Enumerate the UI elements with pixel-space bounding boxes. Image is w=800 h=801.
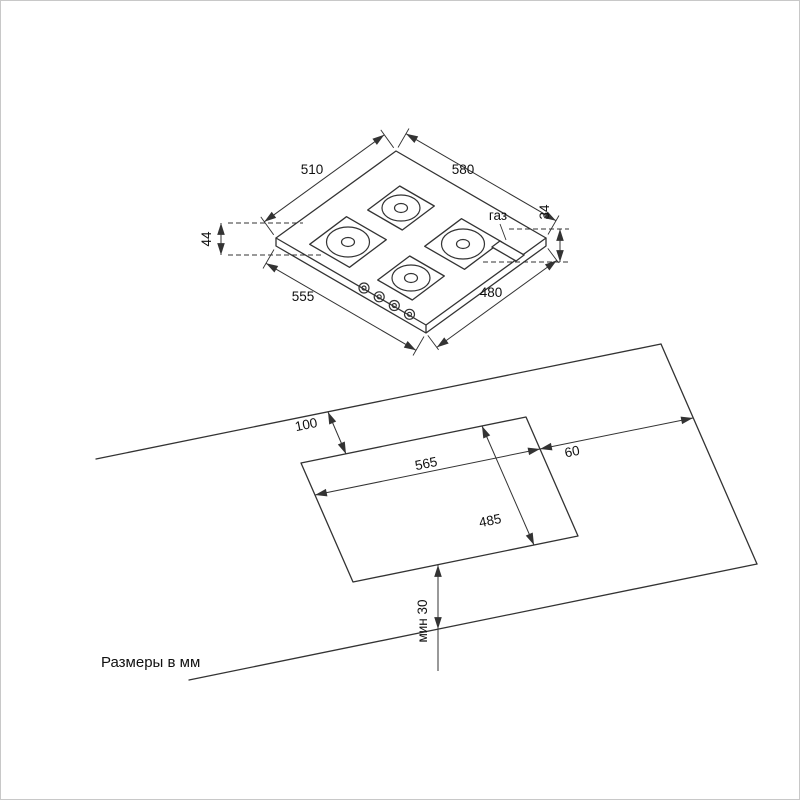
burner-cap <box>340 236 356 248</box>
dim-510-label: 510 <box>301 162 324 177</box>
dim-565-label: 565 <box>414 454 439 473</box>
dim-cutout-depth: 485 <box>478 425 535 546</box>
dim-side-offset: 60 <box>539 416 694 461</box>
dim-top-width: 580 <box>397 128 560 235</box>
burner-frame <box>424 218 502 270</box>
dim-480-label: 480 <box>480 285 503 300</box>
gas-label: газ <box>489 208 507 223</box>
dim-580-label: 580 <box>452 162 475 177</box>
burner-ring <box>440 228 486 260</box>
dim-44-label: 44 <box>199 231 214 247</box>
burner-frame <box>309 216 387 268</box>
units-note: Размеры в мм <box>101 654 200 671</box>
burner-ring <box>325 226 371 258</box>
worktop-end-edge <box>660 343 758 565</box>
hob-body-thickness <box>275 237 547 334</box>
burner-cap <box>455 238 471 250</box>
dim-height-left: 44 <box>199 222 323 256</box>
dim-min30-label: мин 30 <box>415 599 430 642</box>
dim-34-label: 34 <box>537 204 552 220</box>
dim-body-width: 555 <box>262 249 425 356</box>
burner-right <box>424 218 502 270</box>
dim-back-offset: 100 <box>294 411 347 455</box>
dim-60-label: 60 <box>563 443 581 461</box>
dim-100-label: 100 <box>294 415 319 434</box>
dim-front-clearance: мин 30 <box>415 565 442 671</box>
dim-485-label: 485 <box>478 511 503 530</box>
dim-height-right: 34 <box>483 204 569 263</box>
worktop-front-edge <box>188 563 758 681</box>
hob-isometric-view: газ 510 580 555 480 <box>199 128 569 356</box>
gas-leader-line <box>499 223 507 241</box>
worktop-back-edge <box>95 343 662 460</box>
burner-left <box>309 216 387 268</box>
cutout-opening <box>300 416 579 583</box>
dim-555-label: 555 <box>292 289 315 304</box>
dim-top-depth: 510 <box>260 129 395 236</box>
cutout-plan-view: 100 60 565 485 мин 30 <box>95 343 758 681</box>
dim-body-depth: 480 <box>427 248 559 351</box>
